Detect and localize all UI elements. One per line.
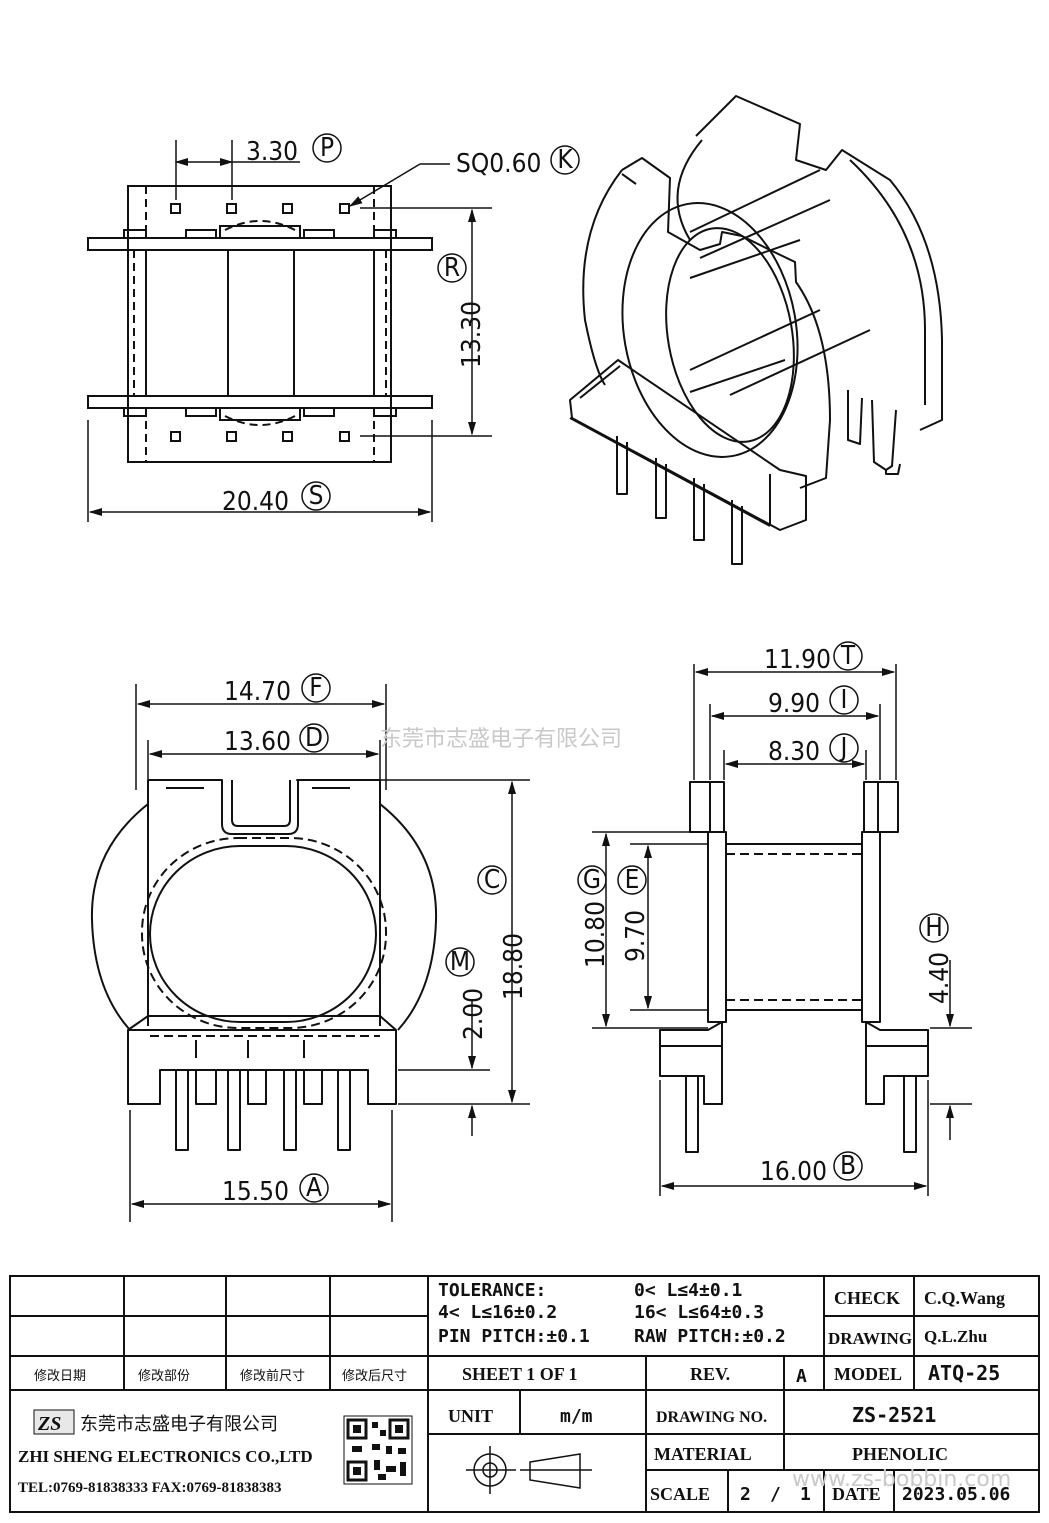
scale-separator: /: [770, 1484, 781, 1505]
pin-pitch: PIN PITCH:±0.1: [438, 1326, 590, 1347]
dim-a-value: 15.50: [222, 1177, 289, 1207]
side-view-dimensions: [592, 664, 972, 1196]
dim-a-letter: A: [306, 1173, 322, 1203]
dim-p-value: 3.30: [246, 137, 298, 167]
scale-label: SCALE: [650, 1484, 710, 1504]
drawing-label: DRAWING: [828, 1329, 912, 1348]
dim-b-value: 16.00: [760, 1157, 827, 1187]
company-name-en: ZHI SHENG ELECTRONICS CO.,LTD: [18, 1447, 313, 1466]
dim-m-value: 2.00: [459, 988, 489, 1040]
tolerance-line2-right: 16< L≤64±0.3: [634, 1302, 764, 1323]
material-value: PHENOLIC: [852, 1444, 948, 1464]
isometric-view: [569, 95, 943, 565]
dim-k-value: SQ0.60: [456, 149, 541, 179]
date-value: 2023.05.06: [902, 1484, 1010, 1505]
dim-d-value: 13.60: [224, 727, 291, 757]
dim-i-letter: I: [841, 685, 848, 715]
dim-k-letter: K: [557, 145, 573, 175]
rev-header-date: 修改日期: [34, 1369, 86, 1384]
model-label: MODEL: [834, 1364, 902, 1384]
dim-g-value: 10.80: [581, 901, 611, 968]
dim-i-value: 9.90: [768, 689, 820, 719]
title-block: [9, 1275, 1040, 1513]
top-view: [87, 185, 433, 463]
top-view-dimensions: [87, 140, 492, 522]
tolerance-line2-left: 4< L≤16±0.2: [438, 1302, 557, 1323]
company-logo: ZS: [33, 1409, 75, 1435]
tolerance-label: TOLERANCE:: [438, 1280, 546, 1301]
dim-g-letter: G: [583, 865, 601, 895]
raw-pitch: RAW PITCH:±0.2: [634, 1326, 786, 1347]
unit-value: m/m: [560, 1406, 593, 1427]
rev-value: A: [796, 1366, 807, 1387]
dim-s-value: 20.40: [222, 487, 289, 517]
watermark-company: 东莞市志盛电子有限公司: [380, 727, 622, 752]
dim-s-letter: S: [309, 481, 324, 511]
drawing-value: Q.L.Zhu: [924, 1327, 987, 1346]
dim-j-value: 8.30: [768, 737, 820, 767]
dim-e-letter: E: [625, 865, 640, 895]
front-view: [90, 779, 438, 1151]
sheet-info: SHEET 1 OF 1: [462, 1364, 578, 1384]
dim-d-letter: D: [305, 723, 323, 753]
tolerance-line1: 0< L≤4±0.1: [634, 1280, 742, 1301]
dim-r-value: 13.30: [457, 301, 487, 368]
unit-label: UNIT: [448, 1406, 493, 1426]
company-name-cn: 东莞市志盛电子有限公司: [80, 1414, 278, 1435]
dim-c-letter: C: [484, 865, 500, 895]
dim-b-letter: B: [840, 1151, 856, 1181]
rev-header-after: 修改后尺寸: [342, 1369, 407, 1384]
scale-numerator: 2: [740, 1484, 751, 1505]
dim-t-value: 11.90: [764, 645, 831, 675]
side-view: [659, 781, 929, 1153]
dim-h-value: 4.40: [925, 952, 955, 1004]
model-value: ATQ-25: [928, 1361, 1000, 1385]
rev-label: REV.: [690, 1364, 730, 1384]
rev-header-part: 修改部份: [138, 1369, 190, 1384]
qr-code-icon: [343, 1415, 413, 1485]
material-label: MATERIAL: [654, 1444, 752, 1464]
projection-symbol-icon: [466, 1446, 592, 1494]
dim-f-value: 14.70: [224, 677, 291, 707]
rev-header-before: 修改前尺寸: [240, 1368, 305, 1384]
drawing-no-value: ZS-2521: [852, 1403, 936, 1427]
company-logo-text: ZS: [37, 1413, 61, 1435]
dim-e-value: 9.70: [621, 910, 651, 962]
scale-denominator: 1: [800, 1484, 811, 1505]
dim-t-letter: T: [840, 641, 856, 671]
dim-f-letter: F: [309, 673, 322, 703]
dim-m-letter: M: [450, 947, 470, 977]
dim-j-letter: J: [839, 733, 848, 763]
date-label: DATE: [832, 1484, 881, 1504]
drawing-no-label: DRAWING NO.: [656, 1409, 767, 1426]
dim-p-letter: P: [320, 133, 334, 163]
dim-c-value: 18.80: [499, 933, 529, 1000]
check-label: CHECK: [834, 1288, 900, 1308]
watermark-url: www.zs-bobbin.com: [792, 1467, 1011, 1492]
dim-r-letter: R: [444, 253, 460, 283]
company-contact: TEL:0769-81838333 FAX:0769-81838383: [18, 1480, 281, 1496]
dim-h-letter: H: [925, 913, 943, 943]
front-view-dimensions: [129, 684, 530, 1222]
check-value: C.Q.Wang: [924, 1288, 1005, 1308]
